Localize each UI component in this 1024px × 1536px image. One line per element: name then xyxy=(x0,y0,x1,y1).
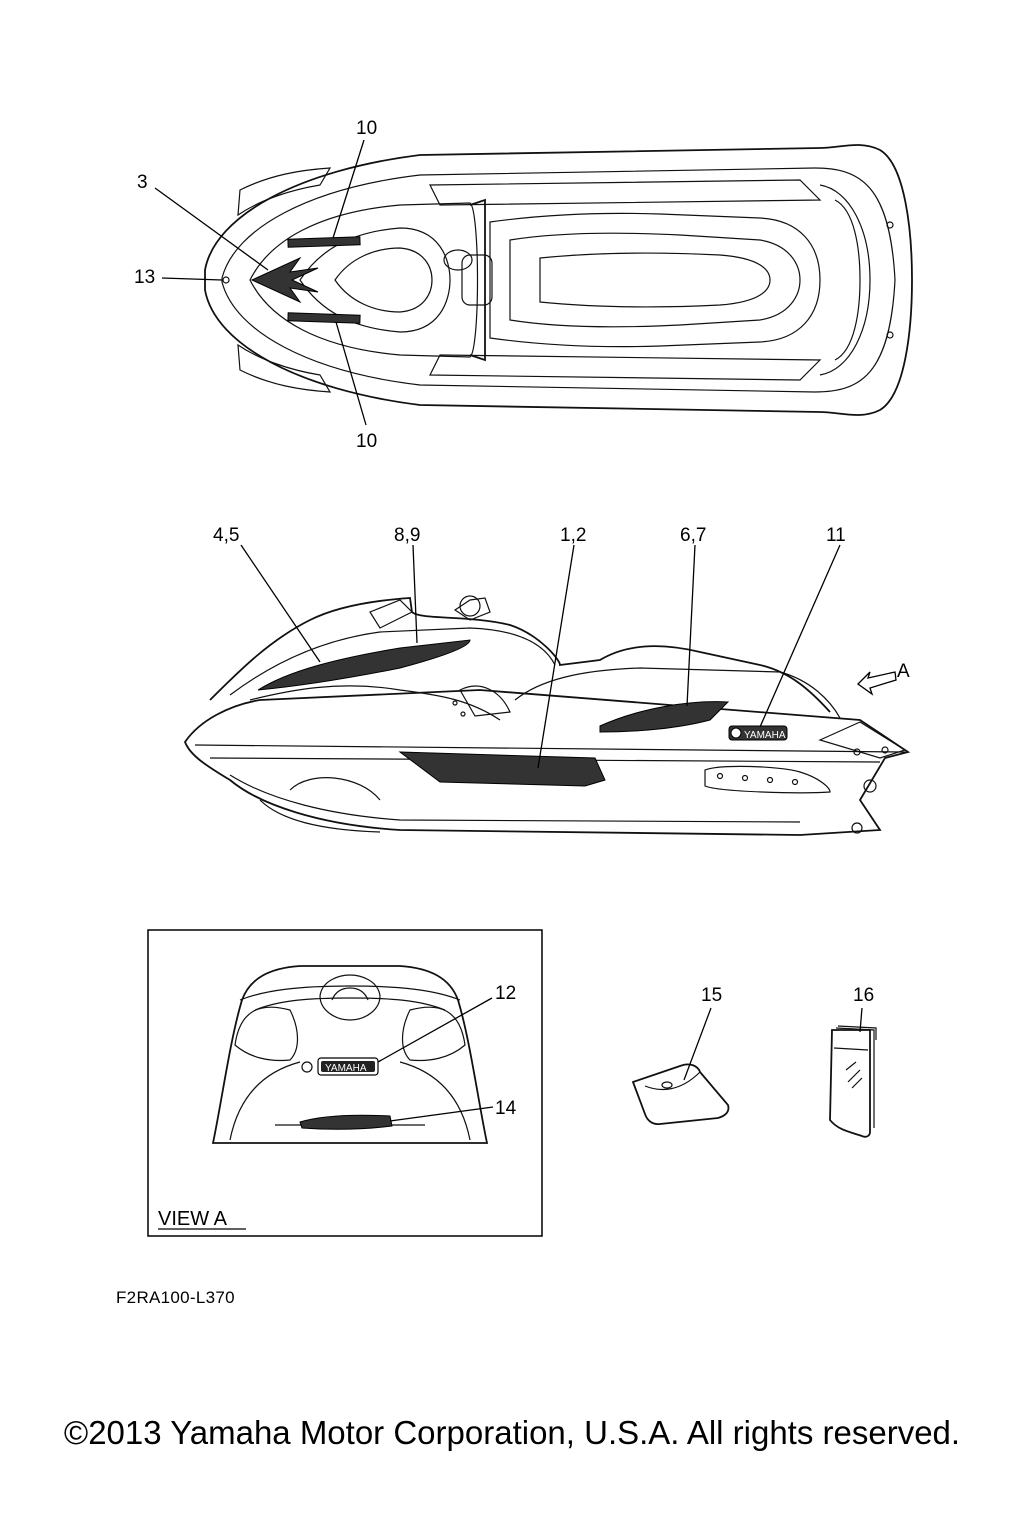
top-view-decals xyxy=(250,236,361,324)
top-view-hull xyxy=(204,144,913,416)
part-15-leader xyxy=(683,1007,712,1081)
view-a-arrow xyxy=(856,671,897,696)
callout-side-4-5: 4,5 xyxy=(213,525,239,546)
rear-view-decals: YAMAHA xyxy=(299,1057,393,1130)
top-view-leaders xyxy=(154,139,367,426)
view-a-frame xyxy=(147,929,543,1237)
side-view-decals: YAMAHA xyxy=(257,639,788,787)
view-a-label: VIEW A xyxy=(158,1208,228,1230)
yamaha-rear-badge-text: YAMAHA xyxy=(325,1063,367,1074)
callout-rear-12: 12 xyxy=(495,983,516,1004)
callout-side-11: 11 xyxy=(826,525,846,546)
rear-view-leaders xyxy=(377,997,494,1122)
callout-side-8-9: 8,9 xyxy=(394,525,420,546)
yamaha-side-badge-text: YAMAHA xyxy=(744,730,786,741)
part-15-pouch xyxy=(631,1063,730,1126)
part-16-leader xyxy=(859,1007,863,1033)
callout-part-16: 16 xyxy=(853,985,874,1006)
drawing-code: F2RA100-L370 xyxy=(116,1288,235,1307)
callout-part-15: 15 xyxy=(701,985,722,1006)
copyright-notice: ©2013 Yamaha Motor Corporation, U.S.A. A… xyxy=(63,1414,961,1451)
callout-rear-14: 14 xyxy=(495,1098,517,1119)
callout-view-arrow-a: A xyxy=(897,661,910,682)
callout-top-3: 3 xyxy=(137,172,148,193)
callout-top-13: 13 xyxy=(134,267,155,288)
callout-side-1-2: 1,2 xyxy=(560,525,586,546)
callout-top-10-lower: 10 xyxy=(356,431,377,452)
callout-top-10-upper: 10 xyxy=(356,118,377,139)
part-16-manual-pack xyxy=(829,1025,877,1138)
rear-view-hull xyxy=(211,965,489,1144)
callout-side-6-7: 6,7 xyxy=(680,525,706,546)
side-view-leaders xyxy=(240,544,841,769)
